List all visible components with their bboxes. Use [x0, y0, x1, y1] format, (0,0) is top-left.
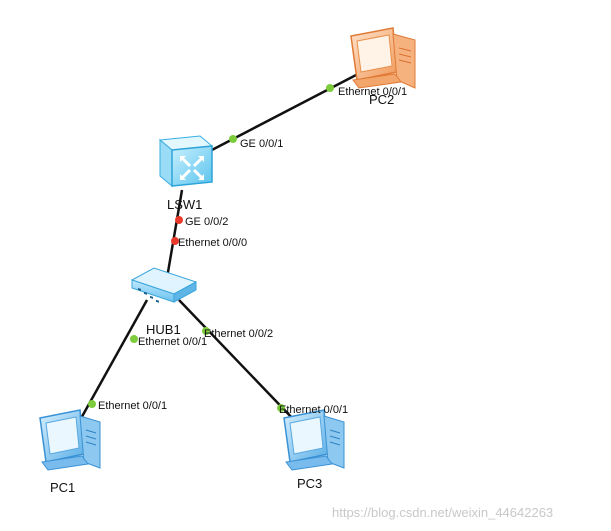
pc-icon — [350, 27, 416, 89]
port-dot-lsw1-ge2 — [175, 216, 183, 224]
device-pc1[interactable] — [39, 409, 101, 471]
port-label-hub1-eth1: Ethernet 0/0/1 — [138, 336, 207, 348]
device-pc2[interactable] — [350, 27, 416, 89]
port-dot-pc3 — [277, 404, 285, 412]
port-status-dots — [88, 84, 334, 412]
device-label-pc1: PC1 — [50, 480, 75, 495]
device-label-lsw1: LSW1 — [167, 197, 202, 212]
port-label-hub1-eth0: Ethernet 0/0/0 — [178, 237, 247, 249]
link-hub1-pc3[interactable] — [178, 299, 297, 423]
port-dot-hub1-eth2 — [202, 327, 210, 335]
port-label-lsw1-ge1: GE 0/0/1 — [240, 138, 283, 150]
device-hub1[interactable] — [130, 267, 198, 303]
port-label-pc1: Ethernet 0/0/1 — [98, 400, 167, 412]
port-label-hub1-eth2: Ethernet 0/0/2 — [204, 328, 273, 340]
port-dot-lsw1-ge1 — [229, 135, 237, 143]
port-label-lsw1-ge2: GE 0/0/2 — [185, 216, 228, 228]
device-lsw1[interactable] — [158, 135, 214, 188]
port-dot-hub1-eth1 — [130, 335, 138, 343]
port-dot-pc1 — [88, 400, 96, 408]
device-label-pc3: PC3 — [297, 476, 322, 491]
switch-icon — [158, 135, 214, 188]
port-dot-hub1-eth0 — [171, 237, 179, 245]
port-label-pc2: Ethernet 0/0/1 — [338, 86, 407, 98]
watermark-text: https://blog.csdn.net/weixin_44642263 — [332, 505, 553, 520]
link-lsw1-hub1[interactable] — [165, 189, 184, 279]
pc-icon — [283, 409, 345, 471]
device-pc3[interactable] — [283, 409, 345, 471]
pc-icon — [39, 409, 101, 471]
port-labels: Ethernet 0/0/1 GE 0/0/1 GE 0/0/2 Etherne… — [98, 86, 407, 416]
device-label-hub1: HUB1 — [146, 322, 181, 337]
device-label-pc2: PC2 — [369, 92, 394, 107]
port-dot-pc2 — [326, 84, 334, 92]
hub-icon — [130, 267, 198, 303]
port-label-pc3: Ethernet 0/0/1 — [279, 404, 348, 416]
